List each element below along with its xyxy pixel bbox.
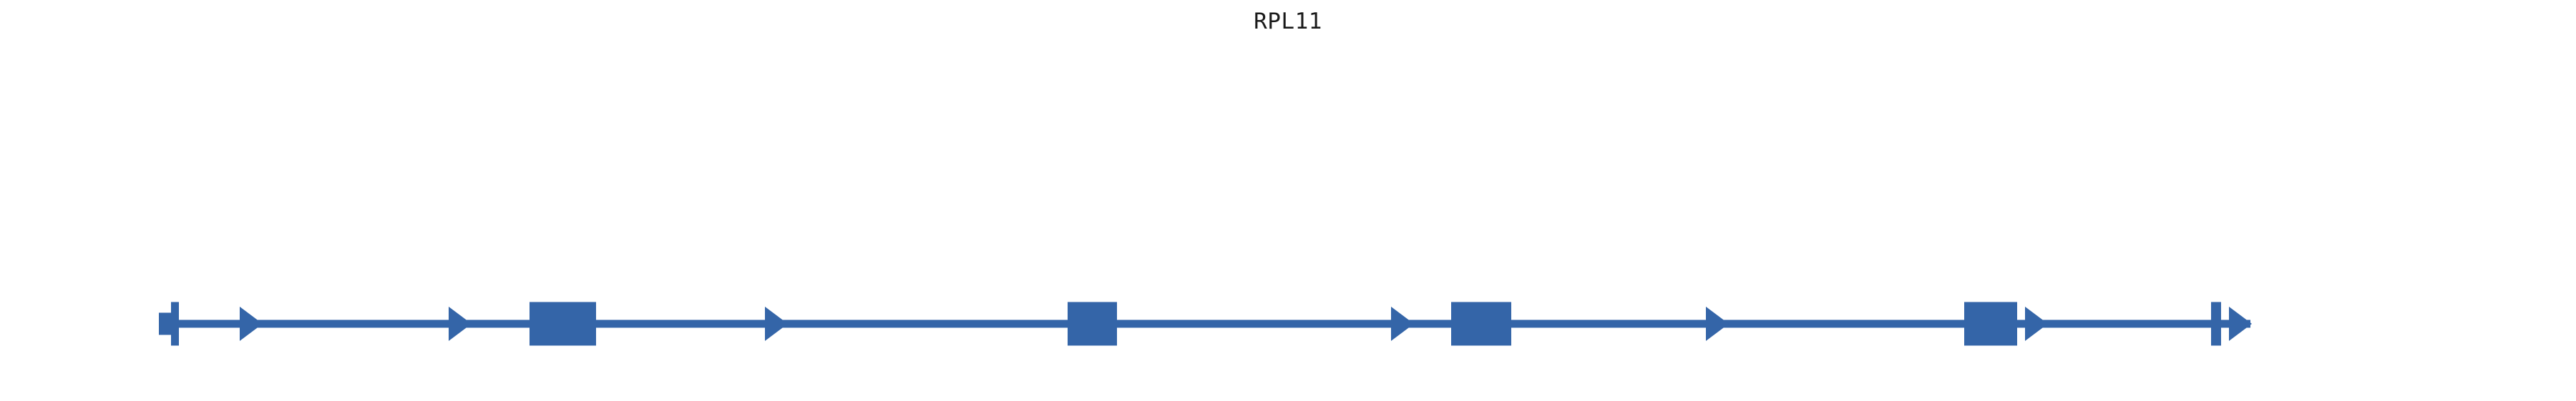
strand-arrow-2 [449,307,472,341]
page-title: RPL11 [1254,9,1322,34]
strand-arrow-1 [240,307,263,341]
strand-arrow-6 [2025,307,2048,341]
strand-arrow-5 [1706,307,1729,341]
exon-2[interactable] [1068,302,1117,346]
gene-track-rpl11[interactable] [159,302,2252,346]
strand-arrow-4 [1391,307,1414,341]
exon-3[interactable] [1451,302,1511,346]
gene-feature-group [159,302,2221,346]
strand-arrow-7-terminal [2229,307,2252,341]
exon-1[interactable] [530,302,596,346]
boundary-tick-3-prime[interactable] [2211,302,2221,346]
boundary-tick-5-prime[interactable] [171,302,179,346]
exon-4[interactable] [1964,302,2017,346]
strand-arrow-3 [765,307,788,341]
strand-direction-arrow-group [240,307,2252,341]
